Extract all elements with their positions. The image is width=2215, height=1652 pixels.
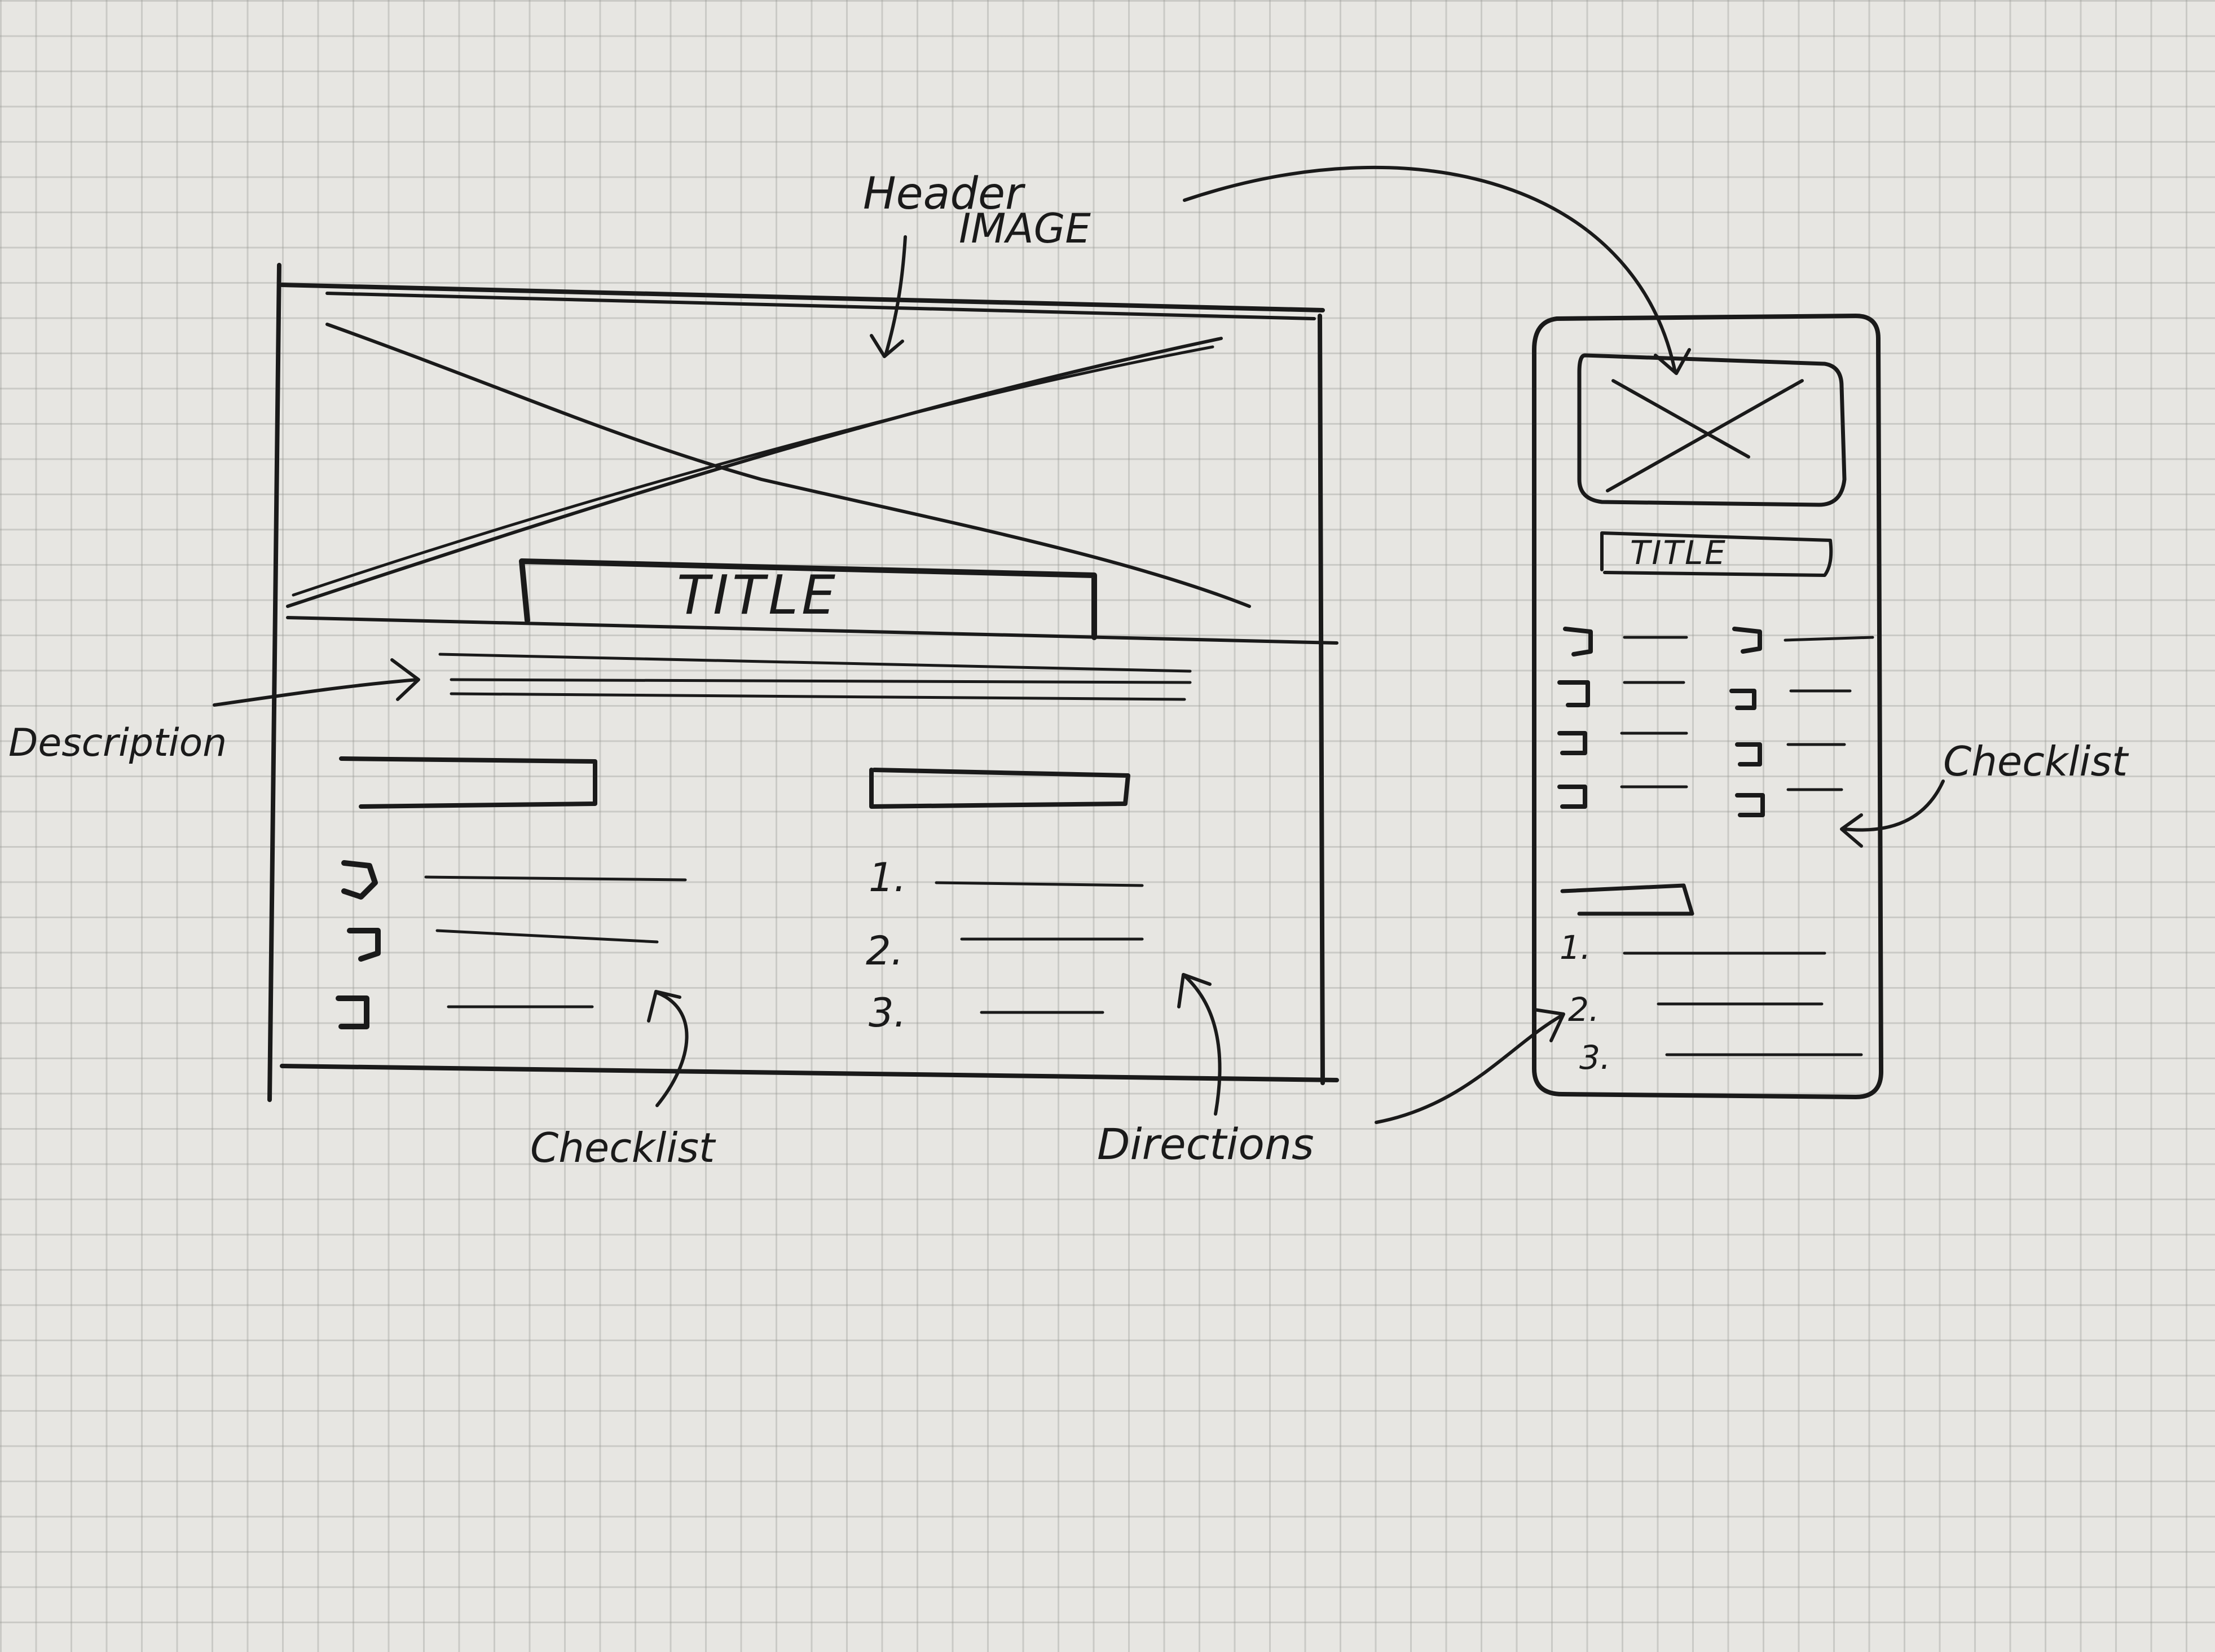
direction-number: 3. <box>869 990 906 1036</box>
directions-item: 3. <box>1579 1038 1863 1077</box>
desktop-directions: 1. 2. 3. <box>866 768 1144 1036</box>
annotation-directions: Directions <box>1097 1119 1314 1169</box>
checklist-item <box>1563 627 1688 657</box>
header-image-placeholder <box>286 292 1338 645</box>
directions-heading-box <box>869 768 1130 809</box>
mobile-checklist <box>1557 627 1874 817</box>
arrow-checklist-desktop <box>647 990 689 1107</box>
annotation-header-image-line2: IMAGE <box>959 205 1091 252</box>
checklist-item <box>336 995 594 1029</box>
directions-item: 3. <box>869 990 1104 1036</box>
checklist-item <box>1557 785 1688 809</box>
checkbox-icon <box>1557 731 1587 755</box>
checkbox-icon <box>1735 742 1762 766</box>
direction-number: 2. <box>866 928 904 974</box>
desktop-frame <box>267 263 1339 1102</box>
desktop-description-lines <box>438 653 1192 701</box>
checkbox-icon <box>1557 785 1587 809</box>
arrow-header-to-desktop <box>870 235 907 358</box>
checklist-item <box>1735 742 1846 766</box>
checklist-item <box>1557 680 1685 707</box>
checkbox-icon <box>347 928 381 962</box>
checklist-item <box>1557 731 1688 755</box>
desktop-title-box: TITLE <box>519 558 1097 640</box>
checklist-item <box>347 928 659 962</box>
annotation-header-image-line1: Header <box>863 169 1026 219</box>
mobile-frame <box>1532 314 1883 1099</box>
arrow-checklist-mobile <box>1840 779 1945 848</box>
arrow-directions-desktop <box>1177 973 1222 1116</box>
checklist-item <box>1732 627 1874 654</box>
annotation-checklist-mobile: Checklist <box>1943 738 2129 785</box>
mobile-wireframe: TITLE <box>1532 314 1883 1099</box>
desktop-checklist <box>336 756 687 1029</box>
checkbox-icon <box>341 860 378 900</box>
checkbox-icon <box>1732 627 1762 654</box>
arrow-description <box>213 658 420 707</box>
direction-number: 1. <box>1560 928 1591 967</box>
checkbox-icon <box>1729 689 1756 710</box>
checklist-item <box>1735 788 1843 817</box>
checkbox-icon <box>1735 793 1765 817</box>
mobile-title: TITLE <box>1630 534 1727 572</box>
desktop-title: TITLE <box>677 565 839 627</box>
mobile-directions: 1. 2. 3. <box>1560 883 1863 1077</box>
directions-item: 2. <box>1568 990 1824 1029</box>
desktop-wireframe: TITLE <box>267 263 1339 1102</box>
checklist-heading-box <box>339 756 597 809</box>
annotation-checklist-desktop: Checklist <box>530 1124 716 1171</box>
direction-number: 1. <box>869 854 906 901</box>
arrow-directions-mobile <box>1375 1008 1565 1124</box>
annotation-description: Description <box>8 721 227 765</box>
directions-item: 2. <box>866 928 1144 974</box>
mobile-header-image-placeholder <box>1577 353 1847 507</box>
checkbox-icon <box>1563 627 1593 657</box>
arrow-header-to-mobile <box>1183 165 1691 375</box>
mobile-title-box: TITLE <box>1600 531 1833 577</box>
checklist-item <box>1729 689 1852 710</box>
direction-number: 2. <box>1568 990 1599 1029</box>
checkbox-icon <box>1557 680 1590 707</box>
checklist-item <box>341 860 687 900</box>
checkbox-icon <box>336 995 369 1029</box>
directions-item: 1. <box>869 854 1144 901</box>
direction-number: 3. <box>1579 1038 1610 1077</box>
directions-heading-box <box>1560 883 1694 916</box>
annotations: Header IMAGE Description Checklist Direc… <box>8 165 2129 1171</box>
directions-item: 1. <box>1560 928 1826 967</box>
